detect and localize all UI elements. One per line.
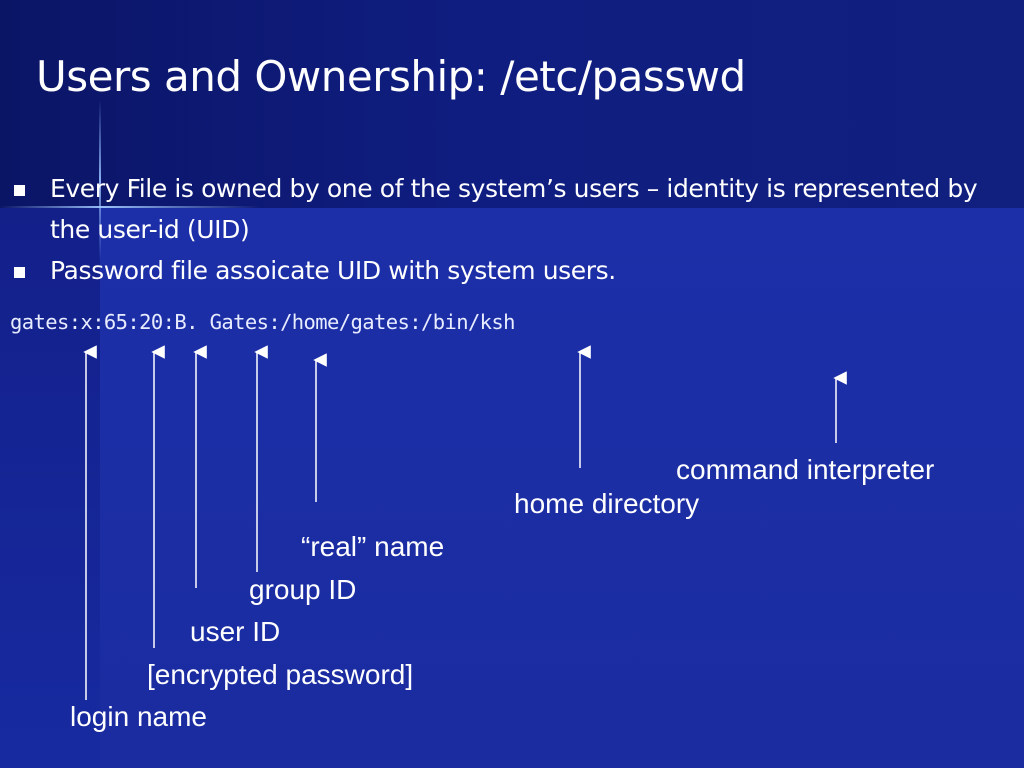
background-left-strip — [0, 208, 100, 768]
accent-line-horizontal — [0, 206, 260, 208]
bullet-item: Every File is owned by one of the system… — [12, 168, 1002, 250]
label-user-id: user ID — [190, 616, 281, 647]
passwd-entry: gates:x:65:20:B. Gates:/home/gates:/bin/… — [10, 310, 516, 334]
slide-title: Users and Ownership: /etc/passwd — [36, 52, 746, 101]
bullet-text: Password file assoicate UID with system … — [50, 256, 616, 285]
background-top-band — [0, 0, 1024, 208]
bullet-list: Every File is owned by one of the system… — [12, 168, 1002, 291]
label-command-interpreter: command interpreter — [676, 454, 935, 485]
bullet-text: Every File is owned by one of the system… — [50, 174, 978, 244]
background-main-panel — [100, 208, 1024, 768]
bullet-item: Password file assoicate UID with system … — [12, 250, 1002, 291]
label-home-directory: home directory — [514, 488, 700, 519]
label-group-id: group ID — [249, 574, 357, 605]
label-real-name: “real” name — [301, 531, 445, 562]
label-encrypted-password: [encrypted password] — [147, 659, 414, 690]
label-login-name: login name — [70, 701, 207, 732]
square-bullet-icon — [14, 267, 25, 278]
square-bullet-icon — [14, 185, 25, 196]
accent-line-vertical — [99, 100, 101, 260]
